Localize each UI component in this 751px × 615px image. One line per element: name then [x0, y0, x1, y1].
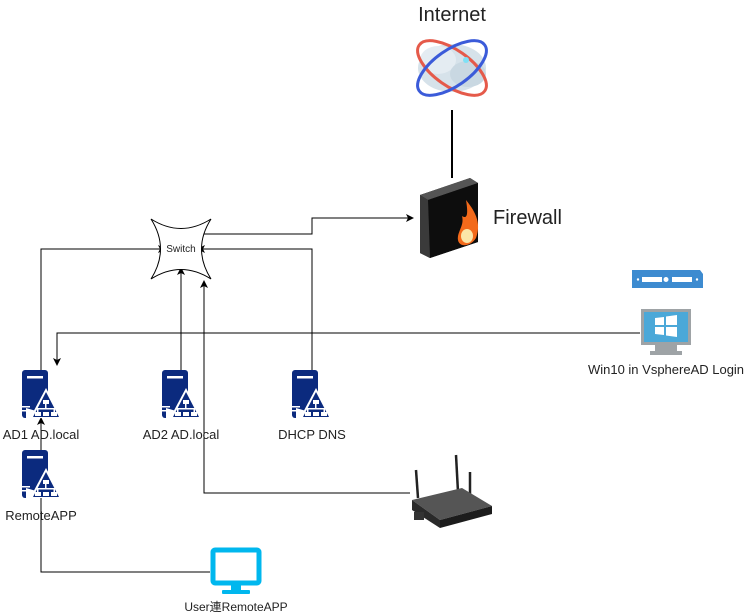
switch-label: Switch	[166, 244, 195, 255]
vsphere-node[interactable]	[632, 270, 703, 288]
win10-label: Win10 in VsphereAD Login	[588, 362, 744, 377]
ad2-node[interactable]: AD2 AD.local	[143, 370, 220, 442]
router-node[interactable]	[412, 454, 492, 528]
edge-ad1-switch	[40, 245, 166, 370]
firewall-icon	[420, 178, 479, 258]
cloud-icon	[416, 39, 488, 97]
firewall-label: Firewall	[493, 207, 562, 229]
edge-switch-firewall	[200, 214, 414, 235]
user-label: User連RemoteAPP	[184, 600, 287, 614]
dhcp-label: DHCP DNS	[278, 427, 346, 442]
rack-server-icon	[632, 270, 703, 288]
switch-node[interactable]: Switch	[150, 218, 212, 280]
win10-node[interactable]: Win10 in VsphereAD Login	[588, 309, 744, 377]
internet-label: Internet	[418, 4, 486, 26]
server-icon	[162, 370, 202, 418]
firewall-node[interactable]: Firewall	[420, 178, 562, 258]
ad2-label: AD2 AD.local	[143, 427, 220, 442]
remoteapp-node[interactable]: RemoteAPP	[5, 450, 77, 523]
server-icon	[22, 370, 62, 418]
dhcp-node[interactable]: DHCP DNS	[278, 370, 346, 442]
edge-router-switch	[200, 280, 410, 494]
windows-monitor-icon	[641, 309, 691, 355]
ad1-label: AD1 AD.local	[3, 427, 80, 442]
server-icon	[22, 450, 62, 498]
ad1-node[interactable]: AD1 AD.local	[3, 370, 80, 442]
edge-dhcp-switch	[197, 245, 313, 370]
internet-node[interactable]: Internet	[409, 4, 495, 106]
monitor-icon	[210, 547, 262, 594]
server-icon	[292, 370, 332, 418]
wireless-router-icon	[412, 454, 492, 528]
switch-icon	[150, 218, 212, 280]
remoteapp-label: RemoteAPP	[5, 508, 77, 523]
user-node[interactable]: User連RemoteAPP	[184, 547, 288, 614]
edge-win10-ad1	[53, 332, 640, 366]
